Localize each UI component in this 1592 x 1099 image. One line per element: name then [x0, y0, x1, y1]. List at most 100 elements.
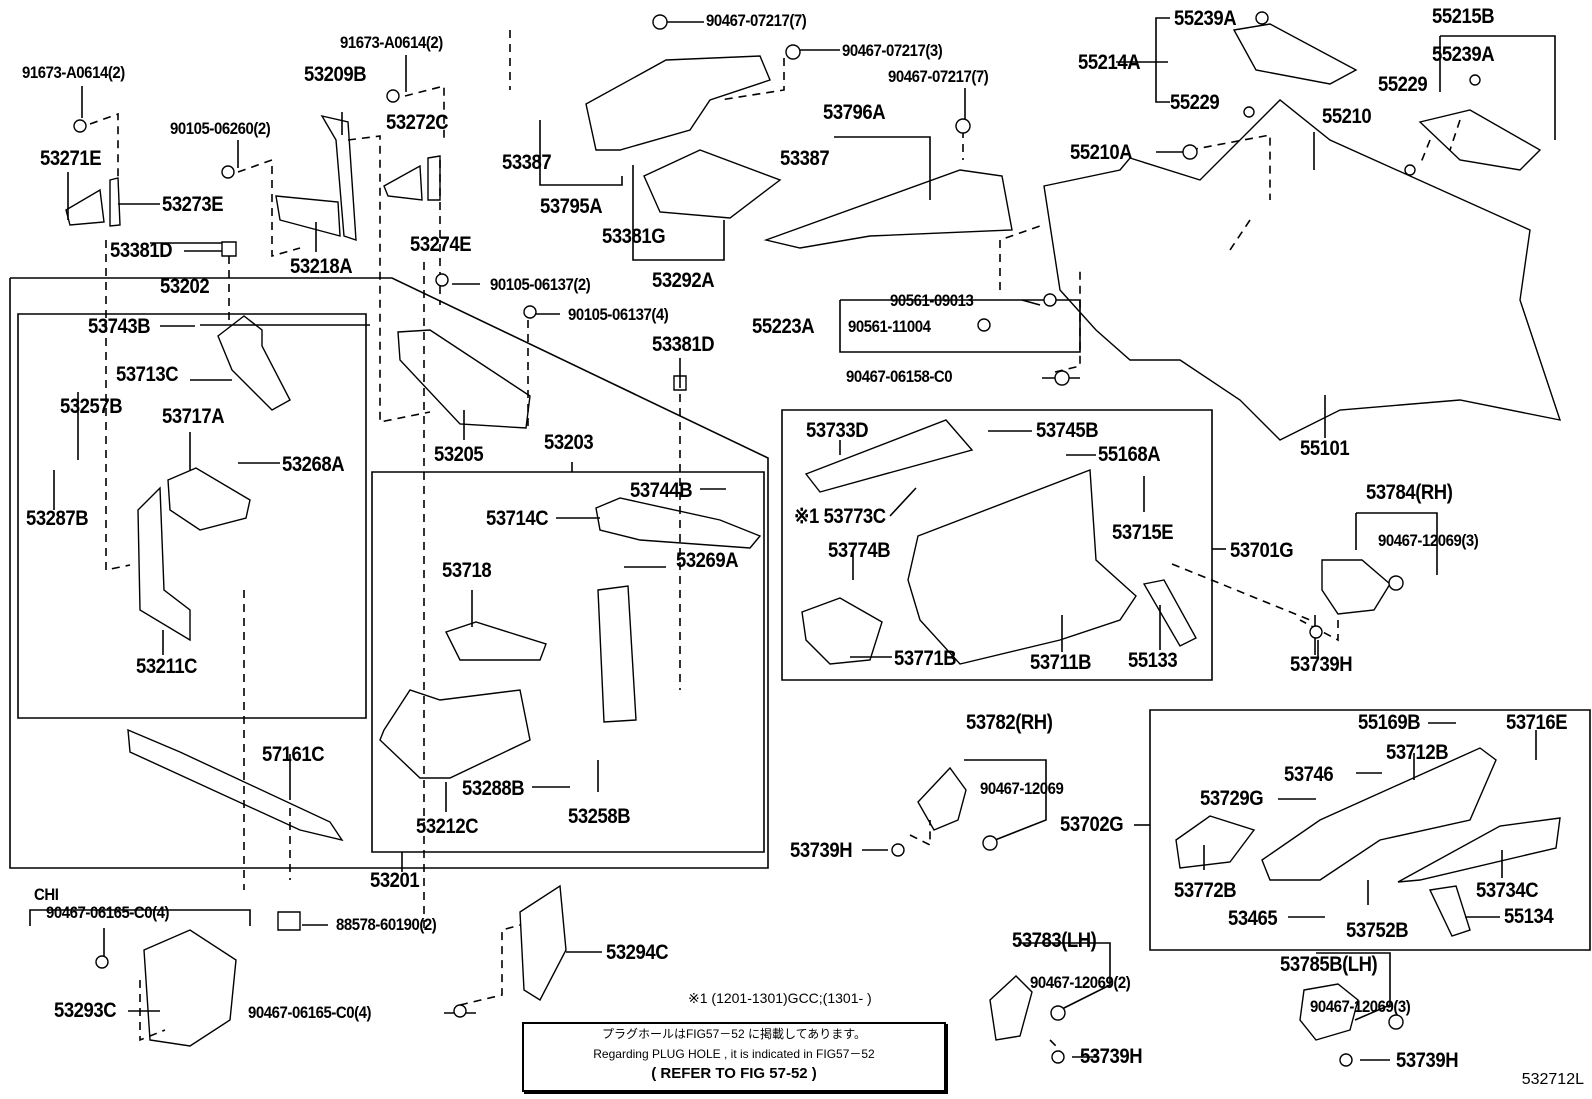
part-53785B-shape	[1300, 984, 1358, 1040]
label-53785B-LH: 53785B(LH)	[1280, 953, 1378, 976]
label-53739H-LH-front: 53739H	[1080, 1045, 1143, 1068]
label-90467-06158-C0: 90467-06158-C0	[846, 367, 953, 386]
screw-icon	[891, 843, 905, 857]
bolt-icon	[221, 165, 235, 179]
label-53734C: 53734C	[1476, 879, 1539, 902]
label-53744B: 53744B	[630, 479, 693, 502]
label-55229-left: 55229	[1170, 91, 1220, 114]
part-55214A-shape	[1234, 24, 1356, 84]
part-53718-shape	[446, 622, 546, 660]
nut-icon	[1043, 293, 1057, 307]
frame-53201	[10, 278, 768, 868]
label-53381G: 53381G	[602, 225, 666, 248]
label-53718: 53718	[442, 559, 492, 582]
part-53381G-shape	[644, 150, 780, 218]
part-53211C-shape	[138, 488, 190, 640]
label-53272C: 53272C	[386, 111, 449, 134]
label-53257B: 53257B	[60, 395, 123, 418]
label-90467-12069-3-LH: 90467-12069(3)	[1310, 997, 1411, 1016]
label-55239A-left: 55239A	[1174, 7, 1237, 30]
label-91673-A0614-right: 91673-A0614(2)	[340, 33, 443, 52]
label-53739H-LH-rear: 53739H	[1396, 1049, 1459, 1072]
part-53293C-shape	[144, 930, 236, 1046]
part-53209B-shape	[322, 116, 356, 240]
part-53205-shape	[398, 330, 530, 428]
part-53796A-shape	[766, 170, 1012, 248]
label-57161C: 57161C	[262, 743, 325, 766]
bolt-icon	[1243, 106, 1255, 118]
part-55215B-shape	[1420, 110, 1540, 170]
bolt-icon	[435, 273, 449, 287]
label-53271E: 53271E	[40, 147, 102, 170]
label-90467-07217-7-top: 90467-07217(7)	[706, 11, 807, 30]
figure-id: 532712L	[1521, 1071, 1584, 1088]
label-53292A: 53292A	[652, 269, 715, 292]
clip-icon	[785, 44, 801, 60]
label-53381D-top: 53381D	[110, 239, 173, 262]
label-53269A: 53269A	[676, 549, 739, 572]
part-53771B-shape	[802, 598, 882, 664]
label-53465: 53465	[1228, 907, 1278, 930]
part-53273E-shape	[110, 178, 120, 226]
bolt-icon	[95, 955, 109, 969]
label-53702G: 53702G	[1060, 813, 1124, 836]
part-53783-shape	[990, 976, 1032, 1040]
label-55210A: 55210A	[1070, 141, 1133, 164]
label-53711B: 53711B	[1030, 651, 1092, 674]
bolt-icon	[1404, 164, 1416, 176]
label-90561-09013: 90561-09013	[890, 291, 974, 310]
nut-icon	[1050, 1005, 1066, 1021]
part-53274E-shape	[428, 156, 440, 200]
screw-icon	[1339, 1053, 1353, 1067]
label-55223A: 55223A	[752, 315, 815, 338]
part-57161C-shape	[128, 730, 342, 840]
label-55210: 55210	[1322, 105, 1372, 128]
frame-53203	[372, 472, 764, 852]
part-53711B-shape	[908, 470, 1136, 664]
part-53272C-shape	[384, 166, 422, 200]
part-53734C-shape	[1398, 818, 1560, 882]
label-90105-06260: 90105-06260(2)	[170, 119, 271, 138]
label-53773C: ※1 53773C	[794, 505, 886, 528]
part-53712B-shape	[1262, 748, 1496, 880]
part-53717A-shape	[168, 468, 250, 530]
label-53293C: 53293C	[54, 999, 117, 1022]
part-53294C-shape	[520, 886, 566, 1000]
label-53743B: 53743B	[88, 315, 151, 338]
label-90561-11004: 90561-11004	[848, 317, 931, 336]
footnote: ※1 (1201-1301)GCC;(1301- )	[688, 990, 872, 1006]
label-90467-07217-3: 90467-07217(3)	[842, 41, 943, 60]
label-90467-12069-3-RH: 90467-12069(3)	[1378, 531, 1479, 550]
label-91673-A0614-left: 91673-A0614(2)	[22, 63, 125, 82]
label-53716E: 53716E	[1506, 711, 1568, 734]
nut-icon	[1388, 1014, 1404, 1030]
plug-icon	[1182, 144, 1198, 160]
label-53739H-RH-front: 53739H	[790, 839, 853, 862]
clip-icon	[955, 118, 971, 134]
part-53714C-shape	[596, 498, 760, 548]
label-53212C: 53212C	[416, 815, 479, 838]
label-53745B: 53745B	[1036, 419, 1099, 442]
label-55169B: 55169B	[1358, 711, 1421, 734]
bolt-icon	[386, 89, 400, 103]
label-53733D: 53733D	[806, 419, 869, 442]
label-53796A: 53796A	[823, 101, 886, 124]
part-88578-shape	[278, 912, 300, 930]
label-53205: 53205	[434, 443, 484, 466]
part-53784-shape	[1322, 560, 1390, 614]
label-53258B: 53258B	[568, 805, 631, 828]
label-53712B: 53712B	[1386, 741, 1449, 764]
bolt-icon	[1255, 11, 1269, 25]
nut-icon	[1388, 575, 1404, 591]
label-53752B: 53752B	[1346, 919, 1409, 942]
notice-line-jp: プラグホールはFIG57－52 に掲載してあります。	[601, 1027, 867, 1041]
label-53288B: 53288B	[462, 777, 525, 800]
label-53203: 53203	[544, 431, 594, 454]
label-53715E: 53715E	[1112, 521, 1174, 544]
label-90467-12069: 90467-12069	[980, 779, 1064, 798]
label-53739H-RH-rear: 53739H	[1290, 653, 1353, 676]
label-53387-right: 53387	[780, 147, 830, 170]
bolt-icon	[1469, 74, 1481, 86]
